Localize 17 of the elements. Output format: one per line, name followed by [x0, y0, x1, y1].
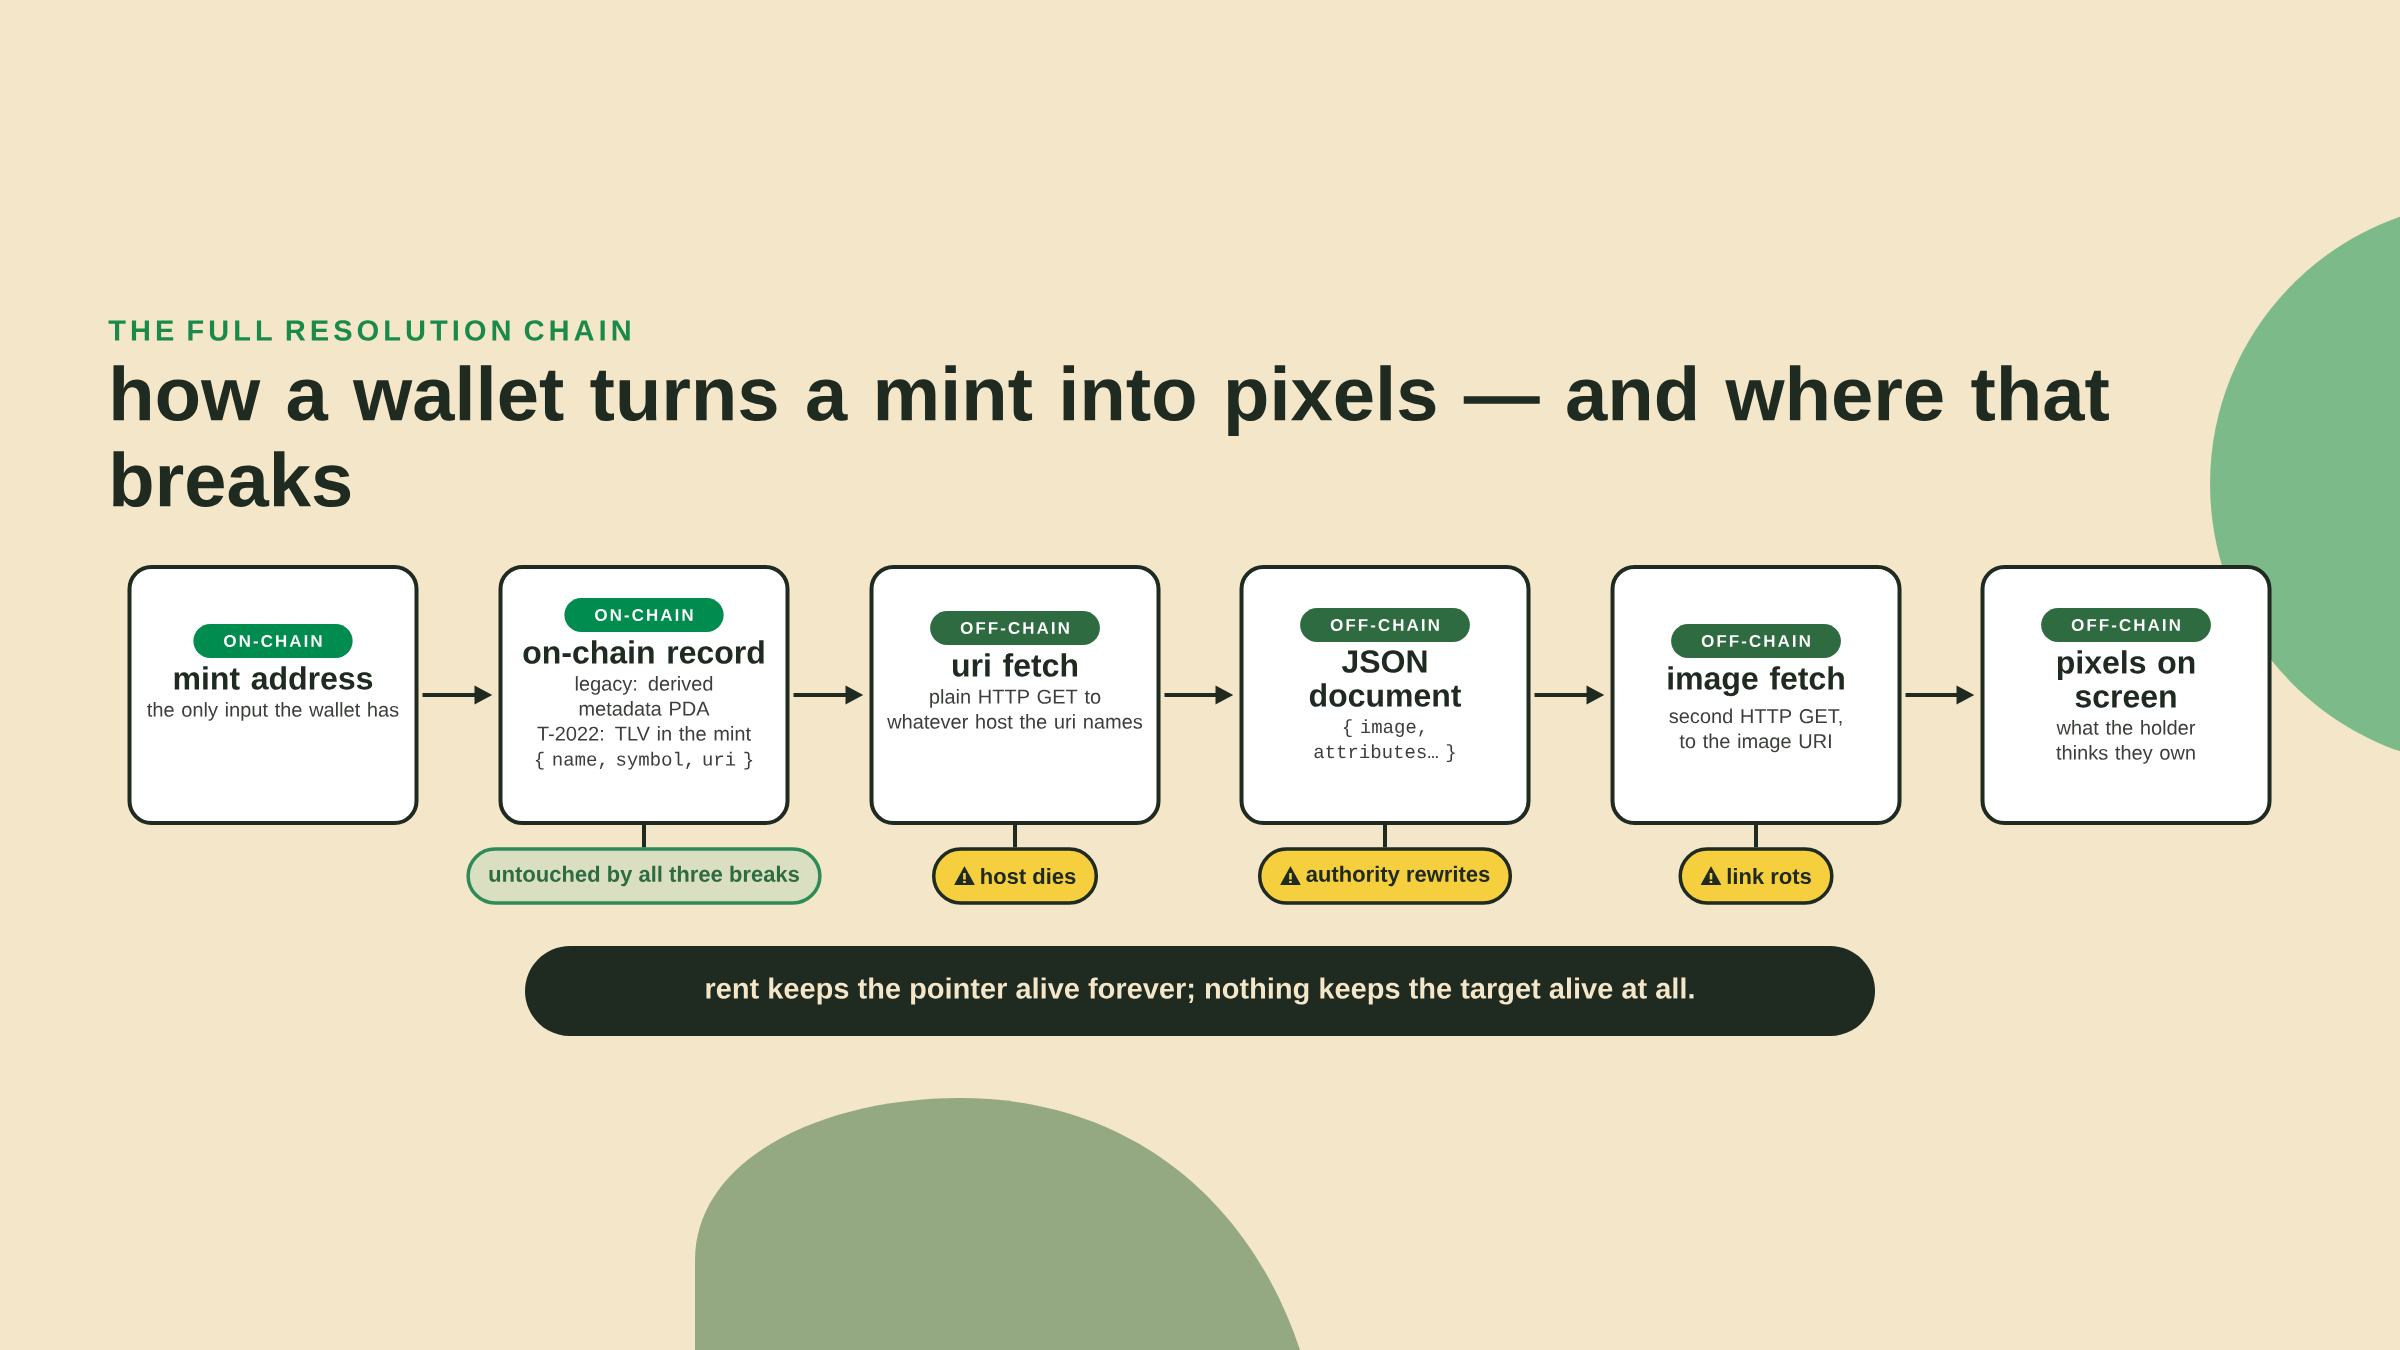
- connector-line: [1383, 825, 1387, 848]
- warning-badge: link rots: [1678, 847, 1834, 905]
- status-badge: ON-CHAIN: [193, 624, 353, 658]
- heading: how a wallet turns a mint into pixels — and where that breaks: [113, 365, 2109, 507]
- status-badge: OFF-CHAIN: [930, 611, 1100, 645]
- note-badge: untouched by all three breaks: [466, 847, 822, 905]
- footer-banner: rent keeps the pointer alive forever; nothing keeps the target alive at all.: [525, 946, 1875, 1036]
- status-badge: ON-CHAIN: [564, 598, 724, 632]
- connector-line: [1013, 825, 1017, 848]
- warning-badge: authority rewrites: [1257, 847, 1513, 905]
- status-badge: OFF-CHAIN: [1671, 624, 1841, 658]
- status-badge: OFF-CHAIN: [2041, 608, 2211, 642]
- eyebrow-label: THE FULL RESOLUTION CHAIN: [108, 320, 630, 341]
- warning-badge: host dies: [932, 847, 1099, 905]
- connector-line: [1754, 825, 1758, 848]
- connector-line: [642, 825, 646, 848]
- status-badge: OFF-CHAIN: [1300, 608, 1470, 642]
